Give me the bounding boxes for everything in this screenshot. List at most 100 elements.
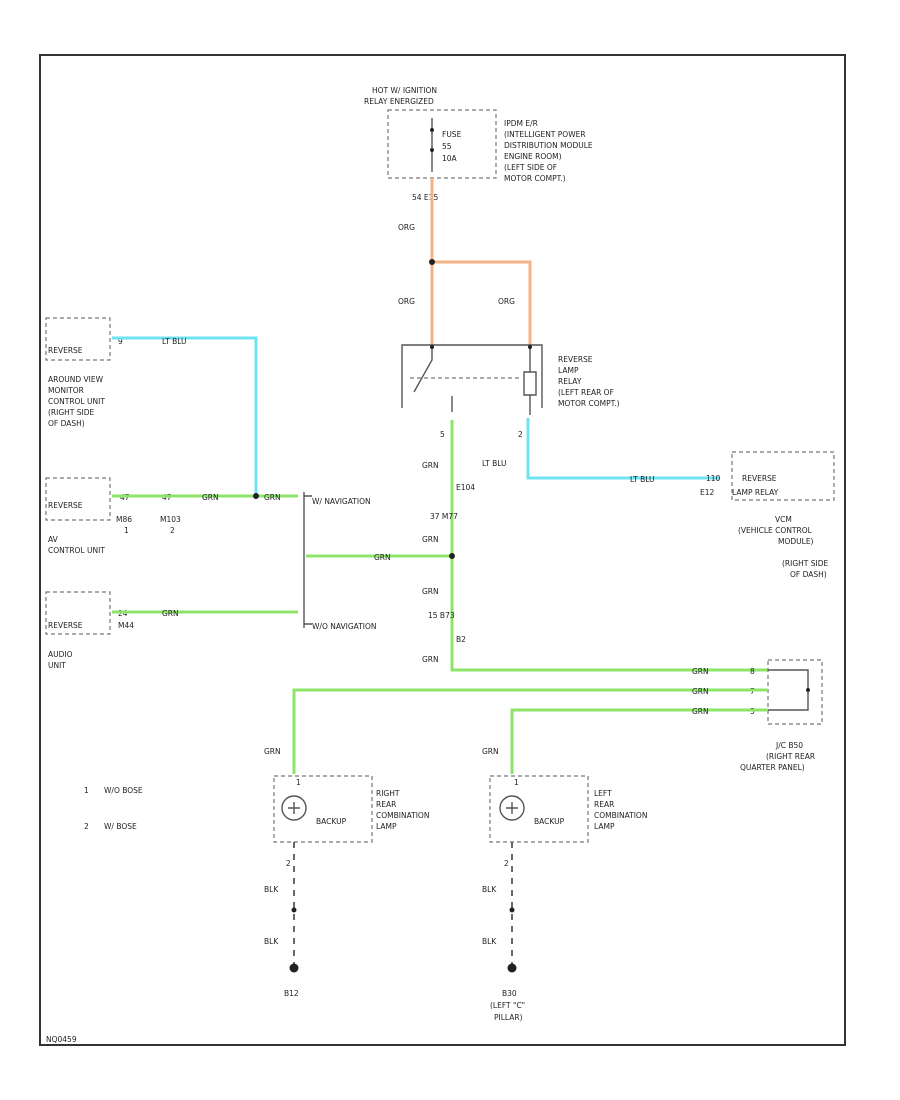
option-with-nav: W/ NAVIGATION [312, 497, 371, 506]
fuse-node-top [430, 128, 434, 132]
option-bracket-ticks [304, 495, 312, 625]
right-lamp-pin-top: 1 [296, 778, 301, 787]
audio-line-2: UNIT [48, 661, 66, 670]
lower-conn-label: 15 B73 [428, 611, 455, 620]
legend-num-2: 2 [84, 822, 89, 831]
ipdm-line-1: IPDM E/R [504, 119, 538, 128]
av-control-line-2: CONTROL UNIT [48, 546, 105, 555]
wire-label-org-1: ORG [398, 223, 415, 232]
jc-line-3: QUARTER PANEL) [740, 763, 805, 772]
left-blk-node [509, 907, 515, 913]
wire-grn-left-lamp [510, 708, 768, 774]
audio-pin-label: REVERSE [48, 621, 83, 630]
right-ground-icon [289, 963, 299, 973]
av-control-line-1: AV [48, 535, 59, 544]
relay-line-3: RELAY [558, 377, 582, 386]
relay-line-4: (LEFT REAR OF [558, 388, 614, 397]
jc-bus [768, 669, 809, 711]
right-lamp-bulb-icon [281, 795, 307, 821]
around-view-line-4: (RIGHT SIDE [48, 408, 95, 417]
left-lamp-line-2: REAR [594, 800, 614, 809]
wire-label-grn-jc3: GRN [692, 707, 709, 716]
jc-box [767, 659, 823, 725]
wire-label-grn-jc2: GRN [692, 687, 709, 696]
left-lamp-line-3: COMBINATION [594, 811, 647, 820]
footer-code: NQ0459 [46, 1035, 77, 1044]
av-control-conn-2: M103 [160, 515, 181, 524]
mid-pins-label: 37 M77 [430, 512, 458, 521]
relay-pin-left: 5 [440, 430, 445, 439]
relay-line-1: REVERSE [558, 355, 593, 364]
av-control-pin-label: REVERSE [48, 501, 83, 510]
legend-num-1: 1 [84, 786, 89, 795]
wire-label-grn-1: GRN [422, 461, 439, 470]
fuse-line-2: 55 [442, 142, 452, 151]
ipdm-line-4: ENGINE ROOM) [504, 152, 562, 161]
legend-text-2: W/ BOSE [104, 822, 137, 831]
ipdm-line-2: (INTELLIGENT POWER [504, 130, 586, 139]
vcm-connector: E12 [700, 488, 715, 497]
ipdm-line-3: DISTRIBUTION MODULE [504, 141, 593, 150]
jc-line-1: J/C B50 [775, 741, 803, 750]
around-view-line-2: MONITOR [48, 386, 84, 395]
left-ground-line-1: (LEFT "C" [490, 1001, 525, 1010]
fuse-node-bottom [430, 148, 434, 152]
hot-label-1: HOT W/ IGNITION [372, 86, 437, 95]
right-lamp-filament [288, 802, 300, 814]
right-rear-lamp: 1 2 BACKUP RIGHT REAR COMBINATION LAMP [273, 775, 429, 868]
av-control-note-2: 2 [170, 526, 175, 535]
wire-label-grn-av-2: GRN [264, 493, 281, 502]
wire-label-blk-l2: BLK [482, 937, 497, 946]
vcm-line-1: VCM [775, 515, 792, 524]
right-blk-node [291, 907, 297, 913]
splice-main [449, 553, 455, 559]
diagram-frame [39, 54, 846, 1046]
right-lamp-pin-bottom: 2 [286, 859, 291, 868]
wire-label-blk-l1: BLK [482, 885, 497, 894]
wire-label-ltblu-relay: LT BLU [482, 459, 507, 468]
wire-label-grn-jc1: GRN [692, 667, 709, 676]
wire-label-grn-audio: GRN [162, 609, 179, 618]
vcm-line-3: MODULE) [778, 537, 814, 546]
right-lamp-line-4: LAMP [376, 822, 397, 831]
relay-line-5: MOTOR COMPT.) [558, 399, 620, 408]
vcm-pin: 110 [706, 474, 721, 483]
ipdm-line-5: (LEFT SIDE OF [504, 163, 557, 172]
wire-label-blk-r1: BLK [264, 885, 279, 894]
jc-node [806, 688, 810, 692]
ipdm-box [387, 109, 497, 179]
relay-pin-a [430, 345, 434, 349]
relay-pin-b [528, 345, 532, 349]
av-control-box [45, 477, 111, 521]
fuse-line-1: FUSE [442, 130, 462, 139]
vcm-line-5: OF DASH) [790, 570, 827, 579]
wire-label-grn-av: GRN [202, 493, 219, 502]
relay-box [401, 344, 543, 408]
wire-grn-right-lamp [292, 688, 768, 774]
audio-box [45, 591, 111, 635]
around-view-line-1: AROUND VIEW [48, 375, 104, 384]
around-view-line-5: OF DASH) [48, 419, 85, 428]
wire-label-grn-3: GRN [422, 587, 439, 596]
splice-org [429, 259, 435, 265]
vcm-line-4: (RIGHT SIDE [782, 559, 829, 568]
right-lamp-box [273, 775, 373, 843]
wire-grn-main [450, 420, 768, 672]
wire-ltblu-around-view [112, 336, 258, 496]
left-lamp-name: BACKUP [534, 817, 565, 826]
right-lamp-line-3: COMBINATION [376, 811, 429, 820]
ipdm-line-6: MOTOR COMPT.) [504, 174, 566, 183]
jc-line-2: (RIGHT REAR [766, 752, 815, 761]
audio-connector: M44 [118, 621, 134, 630]
vcm-connector-label: LAMP RELAY [732, 488, 779, 497]
left-ground-label: B30 [502, 989, 517, 998]
around-view-box [45, 317, 111, 361]
left-ground-line-2: PILLAR) [494, 1013, 523, 1022]
wire-label-grn-common: GRN [374, 553, 391, 562]
wire-label-blk-r2: BLK [264, 937, 279, 946]
left-lamp-box [489, 775, 589, 843]
wire-label-grn-llamp: GRN [482, 747, 499, 756]
right-lamp-name: BACKUP [316, 817, 347, 826]
left-ground-icon [507, 963, 517, 973]
wire-label-org-2: ORG [398, 297, 415, 306]
